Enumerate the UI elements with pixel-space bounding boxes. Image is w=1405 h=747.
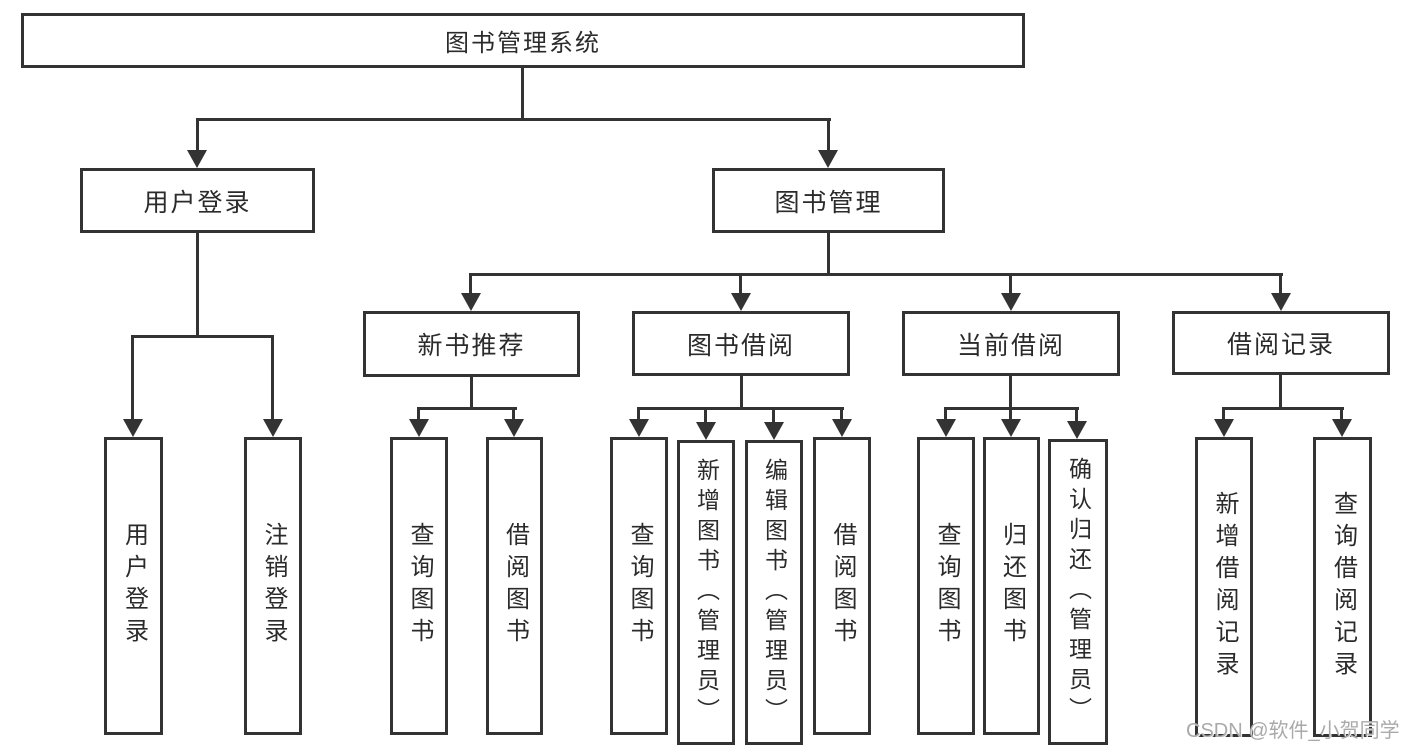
arrow-down-icon xyxy=(1067,421,1087,439)
connector-line xyxy=(1009,407,1012,421)
node-label: 查询图书 xyxy=(933,522,960,650)
leaf-current-return-books: 归还图书 xyxy=(983,437,1040,735)
arrow-down-icon xyxy=(1001,293,1021,311)
connector-line xyxy=(827,233,830,275)
node-label: 归还图书 xyxy=(998,522,1026,650)
node-label: 新增图书（管理员） xyxy=(693,457,720,728)
arrow-down-icon xyxy=(818,150,838,168)
node-book-management: 图书管理 xyxy=(712,168,945,233)
connector-line xyxy=(772,407,775,424)
arrow-down-icon xyxy=(187,150,207,168)
leaf-records-query-record: 查询借阅记录 xyxy=(1313,437,1372,737)
watermark: CSDN @软件_小贺同学 xyxy=(1186,720,1400,742)
node-label: 新增借阅记录 xyxy=(1211,491,1238,683)
connector-line xyxy=(417,407,517,410)
arrow-down-icon xyxy=(1001,419,1021,437)
arrow-down-icon xyxy=(731,293,751,311)
leaf-borrow-add-books-admin: 新增图书（管理员） xyxy=(677,440,735,745)
connector-line xyxy=(470,273,1283,276)
leaf-logout: 注销登录 xyxy=(244,437,302,735)
connector-line xyxy=(637,407,844,410)
connector-line xyxy=(469,273,472,295)
leaf-current-query-books: 查询图书 xyxy=(917,437,975,735)
leaf-recommend-query-books: 查询图书 xyxy=(390,437,448,735)
connector-line xyxy=(827,118,830,152)
leaf-borrow-edit-books-admin: 编辑图书（管理员） xyxy=(745,440,803,745)
arrow-down-icon xyxy=(764,422,784,440)
connector-line xyxy=(512,407,515,421)
leaf-current-confirm-return-admin: 确认归还（管理员） xyxy=(1048,439,1108,745)
leaf-user-login: 用户登录 xyxy=(104,437,163,735)
node-book-borrow: 图书借阅 xyxy=(632,311,850,376)
node-borrow-records: 借阅记录 xyxy=(1172,311,1390,375)
arrow-down-icon xyxy=(832,419,852,437)
connector-line xyxy=(704,407,707,424)
node-user-login: 用户登录 xyxy=(80,168,315,233)
connector-line xyxy=(944,407,947,421)
node-label: 图书借阅 xyxy=(686,331,795,360)
leaf-borrow-query-books: 查询图书 xyxy=(610,437,668,735)
connector-line xyxy=(196,232,199,337)
arrow-down-icon xyxy=(1214,419,1234,437)
arrow-down-icon xyxy=(1332,419,1352,437)
node-label: 图书管理 xyxy=(774,188,883,217)
node-label: 图书管理系统 xyxy=(445,30,601,57)
arrow-down-icon xyxy=(504,419,524,437)
node-label: 借阅记录 xyxy=(1226,331,1335,359)
connector-line xyxy=(637,407,640,421)
connector-line xyxy=(1009,273,1012,295)
arrow-down-icon xyxy=(696,422,716,440)
arrow-down-icon xyxy=(409,419,429,437)
leaf-borrow-borrow-books: 借阅图书 xyxy=(813,437,871,735)
connector-line xyxy=(196,118,831,121)
connector-line xyxy=(196,118,199,152)
connector-line xyxy=(1009,376,1012,409)
node-label: 当前借阅 xyxy=(956,331,1065,360)
node-label: 借阅图书 xyxy=(501,522,529,650)
node-label: 编辑图书（管理员） xyxy=(761,457,788,728)
node-root-library-system: 图书管理系统 xyxy=(21,13,1025,68)
connector-line xyxy=(1222,407,1344,410)
connector-line xyxy=(1075,407,1078,423)
connector-line xyxy=(1340,407,1343,421)
connector-line xyxy=(521,68,524,120)
connector-line xyxy=(131,335,274,338)
arrow-down-icon xyxy=(1271,293,1291,311)
node-current-borrow: 当前借阅 xyxy=(902,311,1120,376)
node-label: 查询借阅记录 xyxy=(1329,491,1357,683)
node-label: 查询图书 xyxy=(626,522,653,650)
node-label: 新书推荐 xyxy=(417,332,526,360)
connector-line xyxy=(1222,407,1225,421)
connector-line xyxy=(740,376,743,409)
connector-line xyxy=(739,273,742,295)
connector-line xyxy=(271,335,274,421)
leaf-recommend-borrow-books: 借阅图书 xyxy=(486,437,543,735)
arrow-down-icon xyxy=(936,419,956,437)
connector-line xyxy=(1279,273,1282,295)
arrow-down-icon xyxy=(263,419,283,437)
arrow-down-icon xyxy=(461,293,481,311)
node-new-book-recommend: 新书推荐 xyxy=(363,311,580,377)
node-label: 查询图书 xyxy=(406,522,433,650)
connector-line xyxy=(1279,375,1282,409)
connector-line xyxy=(417,407,420,421)
leaf-records-add-record: 新增借阅记录 xyxy=(1195,437,1253,737)
arrow-down-icon xyxy=(123,419,143,437)
connector-line xyxy=(470,377,473,409)
node-label: 用户登录 xyxy=(120,522,148,650)
node-label: 借阅图书 xyxy=(829,522,856,650)
arrow-down-icon xyxy=(629,419,649,437)
connector-line xyxy=(840,407,843,421)
node-label: 注销登录 xyxy=(260,522,287,650)
node-label: 确认归还（管理员） xyxy=(1065,457,1092,727)
connector-line xyxy=(131,335,134,421)
node-label: 用户登录 xyxy=(143,188,252,217)
